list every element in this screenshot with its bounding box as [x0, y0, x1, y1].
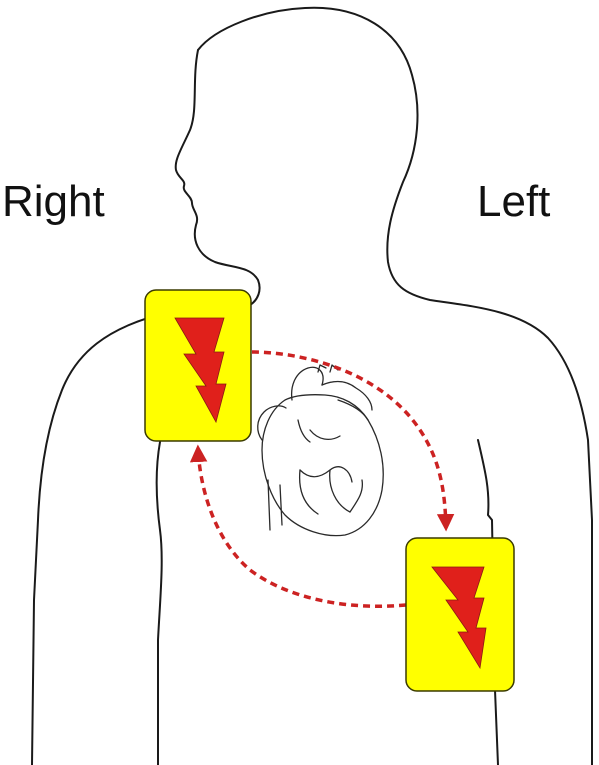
current-path-arrows	[189, 350, 455, 608]
right-shoulder-arm	[31, 317, 149, 765]
body-outline	[31, 6, 593, 765]
anatomical-heart	[257, 364, 384, 537]
lightning-bolt-icon	[431, 566, 487, 670]
electrode-pad-lower	[405, 537, 515, 692]
head-profile	[197, 6, 593, 765]
electrode-pad-upper	[144, 289, 252, 442]
right-inner-arm	[155, 441, 163, 765]
right-side-label: Right	[2, 177, 105, 226]
face-and-right-shoulder	[174, 49, 261, 306]
lightning-bolt-icon	[174, 317, 227, 424]
left-inner-arm	[477, 439, 499, 765]
arrow-lower	[189, 444, 407, 608]
left-side-label: Left	[477, 177, 551, 226]
arrow-upper	[251, 350, 455, 532]
